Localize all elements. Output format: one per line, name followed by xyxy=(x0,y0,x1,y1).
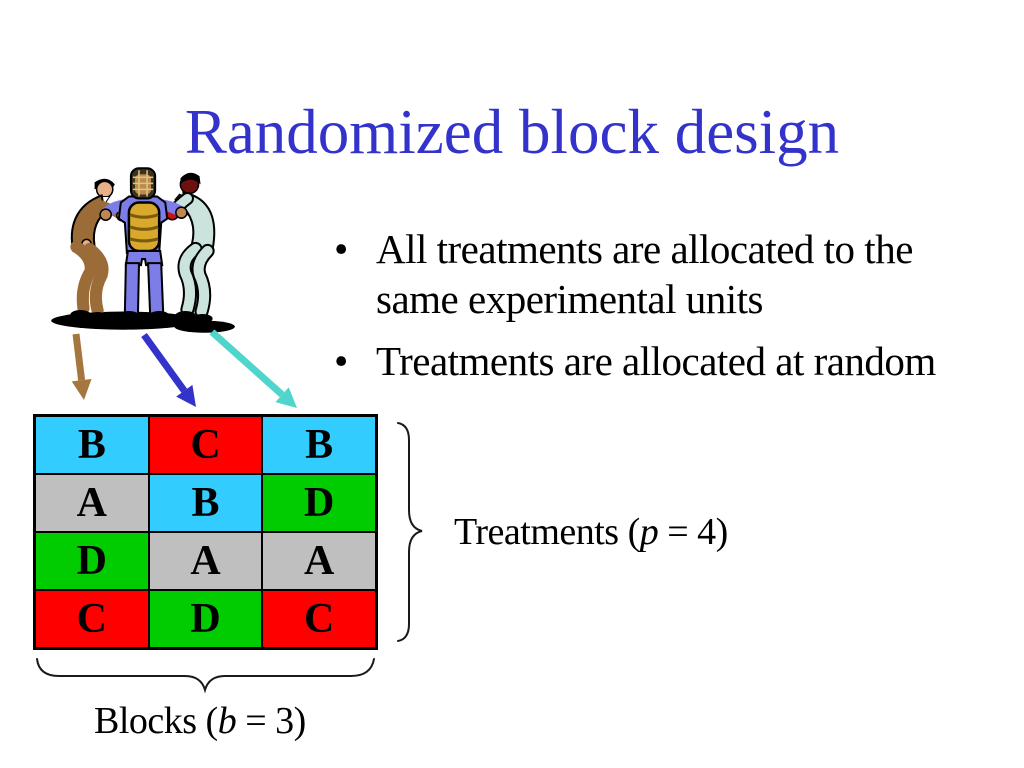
right-person xyxy=(165,172,216,324)
grid-cell-r1c2: C xyxy=(149,417,262,473)
cell-letter: A xyxy=(190,538,221,584)
grid-cell-r4c1: C xyxy=(36,591,148,647)
grid-cell-r2c3: D xyxy=(263,475,375,531)
treatments-label: Treatments (p = 4) xyxy=(454,510,728,554)
cell-letter: D xyxy=(76,538,107,584)
grid-cell-r1c1: B xyxy=(36,417,148,473)
cell-letter: B xyxy=(77,422,106,468)
bullet-list: All treatments are allocated to the same… xyxy=(332,224,972,386)
blocks-label-suffix: = 3) xyxy=(236,700,306,742)
cell-letter: A xyxy=(76,480,107,526)
grid-cell-r2c1: A xyxy=(36,475,148,531)
grid-cell-r2c2: B xyxy=(149,475,262,531)
arrows-svg xyxy=(71,329,297,408)
cell-letter: D xyxy=(190,596,221,642)
cell-letter: A xyxy=(303,538,335,584)
cell-letter: C xyxy=(76,596,107,642)
middle-person xyxy=(99,167,188,321)
grid-cell-r3c3: A xyxy=(263,533,375,589)
grid-cell-r1c3: B xyxy=(263,417,375,473)
grid-cell-r3c1: D xyxy=(36,533,148,589)
cell-letter: C xyxy=(303,596,335,642)
blocks-label-prefix: Blocks ( xyxy=(94,700,218,742)
left-person xyxy=(70,178,128,322)
blue-arrow-icon xyxy=(141,332,188,393)
shadow-shape xyxy=(174,320,235,333)
blocks-label-variable: b xyxy=(217,700,237,742)
cell-letter: B xyxy=(305,422,334,468)
blue-arrowhead-icon xyxy=(176,384,196,407)
cell-letter: C xyxy=(190,422,221,468)
blocks-brace-icon xyxy=(36,658,375,694)
bullet-item: All treatments are allocated to the same… xyxy=(332,224,972,324)
blocks-label: Blocks (b = 3) xyxy=(94,699,306,743)
cell-letter: B xyxy=(191,480,220,526)
brown-arrow-icon xyxy=(72,333,86,381)
huddle-clipart xyxy=(51,167,235,333)
treatments-label-prefix: Treatments ( xyxy=(454,511,640,553)
grid-cell-r3c2: A xyxy=(149,533,262,589)
slide-title: Randomized block design xyxy=(184,97,840,167)
cell-letter: D xyxy=(303,480,335,526)
cyan-arrow-icon xyxy=(209,329,285,398)
grid-cell-r4c3: C xyxy=(263,591,375,647)
cyan-arrowhead-icon xyxy=(275,387,297,408)
grid-cell-r4c2: D xyxy=(149,591,262,647)
treatments-brace-icon xyxy=(397,422,423,642)
bullet-item: Treatments are allocated at random xyxy=(332,336,972,386)
treatments-label-variable: p xyxy=(639,511,659,553)
brown-arrowhead-icon xyxy=(71,378,92,400)
treatments-label-suffix: = 4) xyxy=(658,511,728,553)
